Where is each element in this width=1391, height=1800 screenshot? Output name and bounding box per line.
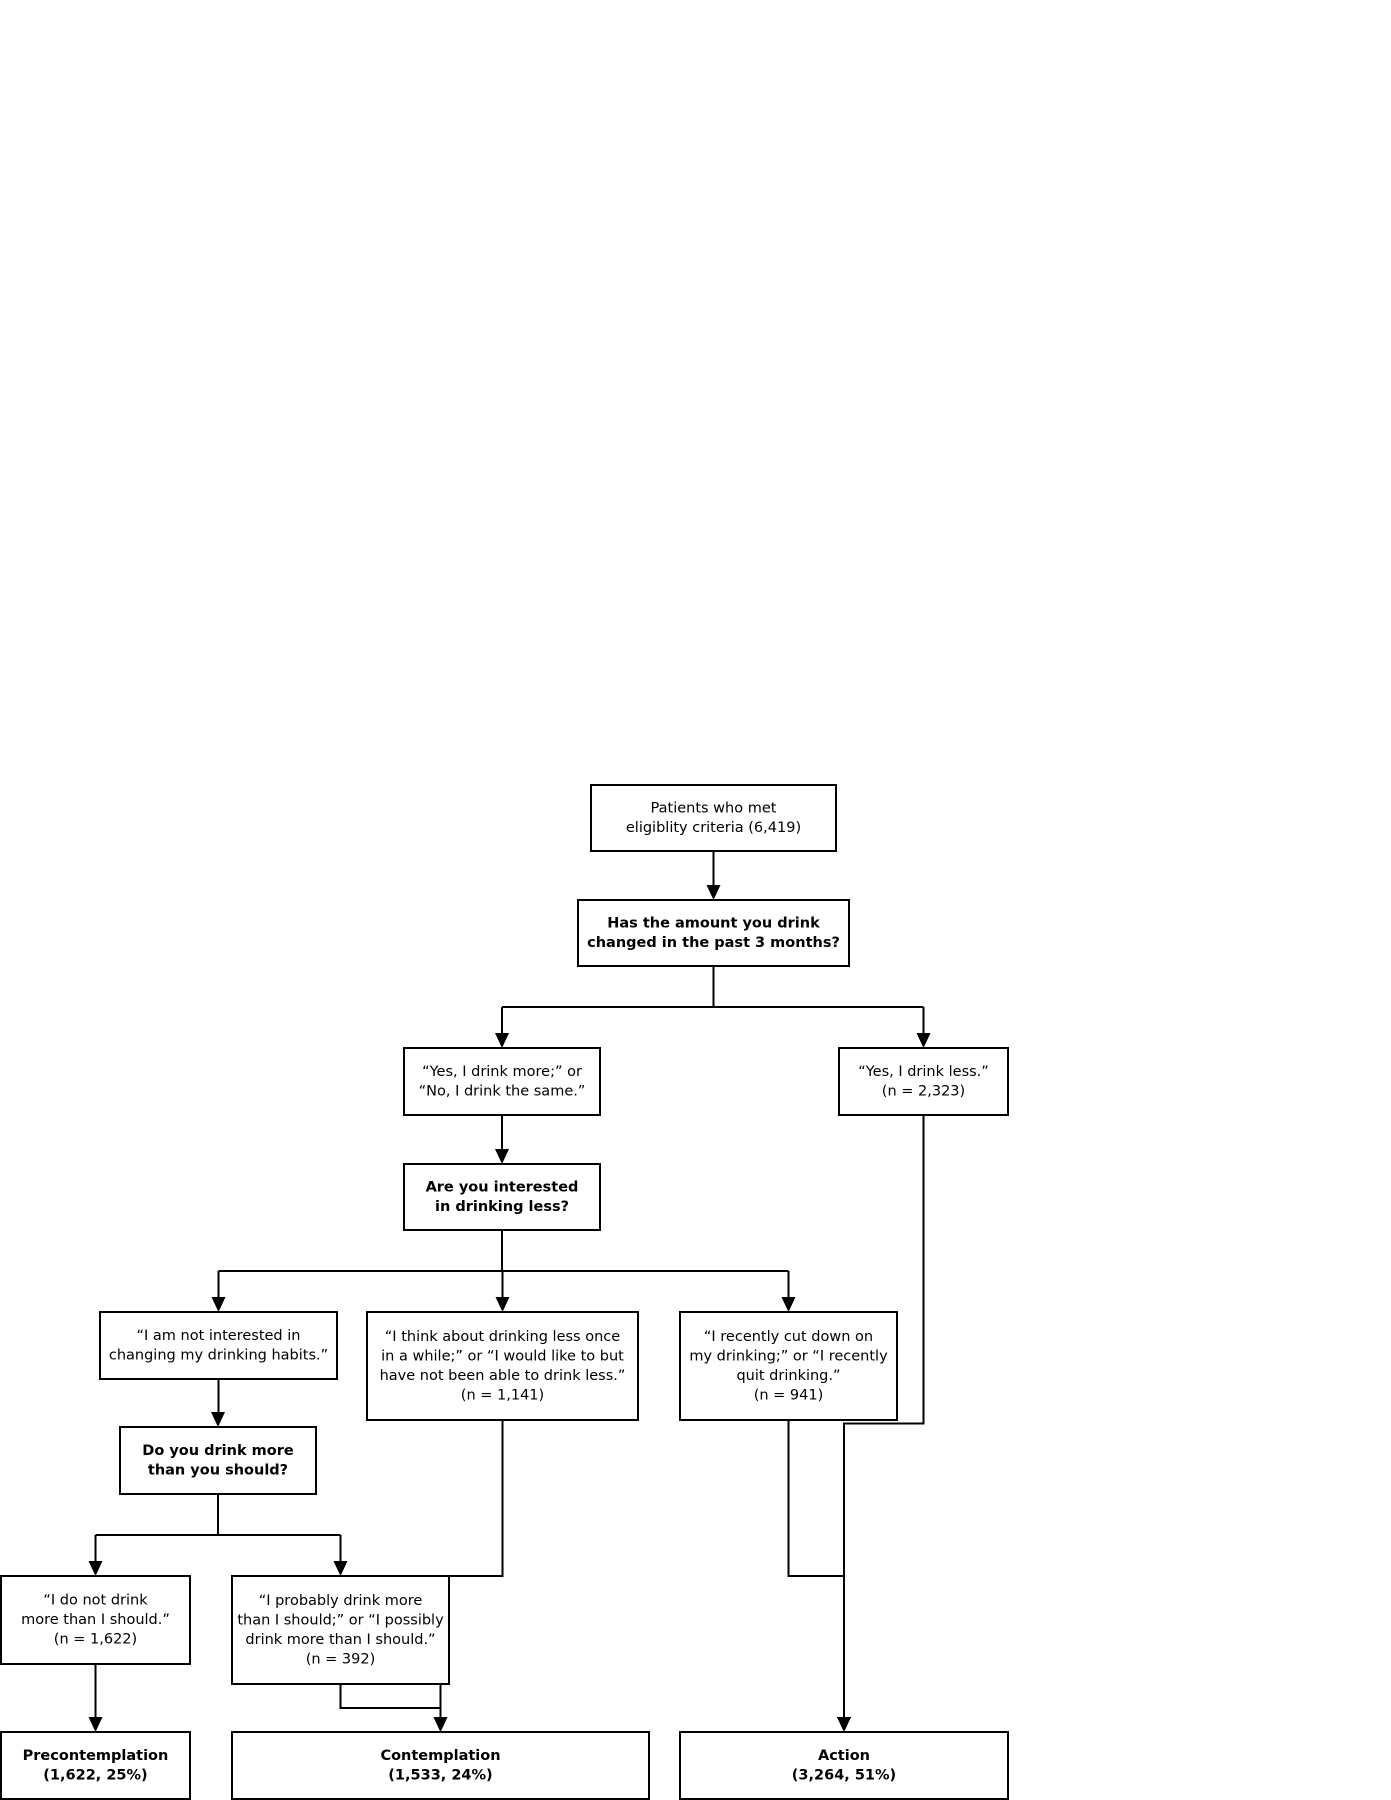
edge-probably-more-to-contemplation [339,1684,442,1718]
node-label-line: Are you interested [426,1179,579,1195]
node-action: Action (3,264, 51%) [679,1731,1009,1800]
node-eligible: Patients who met eligiblity criteria (6,4… [590,784,837,852]
node-box [679,1311,898,1421]
node-label-line: “I do not drink [43,1593,148,1609]
arrowhead [211,1412,225,1427]
nodes-layer: Patients who met eligiblity criteria (6,4… [0,784,1009,1800]
node-box [366,1311,639,1421]
node-not-interested: “I am not interested in changing my drink… [99,1311,338,1380]
node-box [590,784,837,852]
node-label-line: in drinking less? [435,1199,569,1215]
node-not-more: “I do not drink more than I should.” (n = … [0,1575,191,1665]
node-label-line: Do you drink more [142,1443,294,1459]
arrowhead [916,1033,931,1048]
node-label-line: “I recently cut down on [704,1329,873,1345]
node-q-interested: Are you interested in drinking less? [403,1163,601,1231]
node-label-line: in a while;” or “I would like to but [381,1348,624,1364]
node-box [679,1731,1009,1800]
node-label-line: (n = 941) [754,1387,824,1403]
node-label-line: have not been able to drink less.” [380,1368,626,1384]
node-label-line: (1,533, 24%) [388,1767,492,1783]
arrowhead [837,1717,851,1732]
node-label-line: Has the amount you drink [607,915,820,931]
node-label-line: quit drinking.” [736,1368,840,1384]
node-label-line: Contemplation [380,1748,500,1764]
node-more-same: “Yes, I drink more;” or “No, I drink the … [403,1047,601,1116]
node-box [403,1047,601,1116]
node-box [403,1163,601,1231]
node-box [99,1311,338,1380]
node-label-line: “No, I drink the same.” [419,1083,586,1099]
node-q-changed: Has the amount you drink changed in the p… [577,899,850,967]
node-label-line: (n = 2,323) [882,1083,965,1099]
node-box [577,899,850,967]
node-q-more-than-should: Do you drink more than you should? [119,1426,317,1495]
node-precontemplation: Precontemplation (1,622, 25%) [0,1731,191,1800]
arrowhead [495,1149,509,1164]
node-label-line: than you should? [148,1462,288,1478]
arrowhead [706,885,721,900]
node-label-line: (n = 392) [306,1651,376,1667]
node-less: “Yes, I drink less.” (n = 2,323) [838,1047,1009,1116]
node-box [231,1731,650,1800]
arrowhead [211,1297,226,1312]
node-think-less: “I think about drinking less once in a wh… [366,1311,639,1421]
node-label-line: changed in the past 3 months? [587,935,840,951]
node-label-line: “Yes, I drink less.” [858,1064,989,1080]
arrowhead [88,1561,103,1576]
node-box [0,1575,191,1665]
edge-less-to-action [843,1115,925,1718]
node-label-line: (1,622, 25%) [43,1767,147,1783]
node-label-line: Precontemplation [23,1748,169,1764]
node-label-line: drink more than I should.” [245,1632,435,1648]
arrowhead [88,1717,103,1732]
node-label-line: my drinking;” or “I recently [689,1348,888,1364]
node-label-line: “Yes, I drink more;” or [422,1064,582,1080]
arrowhead [333,1561,348,1576]
edge-recently-cut-to-action [787,1420,845,1718]
edges-layer [88,851,931,1732]
node-label-line: (n = 1,141) [461,1387,544,1403]
arrowhead [495,1033,509,1048]
node-box [0,1731,191,1800]
node-label-line: (3,264, 51%) [792,1767,896,1783]
node-label-line: (n = 1,622) [54,1632,137,1648]
arrowhead [433,1717,448,1732]
arrowhead [495,1297,510,1312]
node-probably-more: “I probably drink more than I should;” or… [231,1575,450,1685]
node-contemplation: Contemplation (1,533, 24%) [231,1731,650,1800]
node-box [838,1047,1009,1116]
node-label-line: Patients who met [651,800,777,816]
node-label-line: changing my drinking habits.” [109,1347,328,1363]
node-box [119,1426,317,1495]
node-label-line: “I probably drink more [259,1593,423,1609]
node-label-line: Action [818,1748,870,1764]
node-label-line: than I should;” or “I possibly [237,1612,444,1628]
node-label-line: eligiblity criteria (6,419) [626,820,801,836]
node-label-line: “I think about drinking less once [385,1329,620,1345]
arrowhead [781,1297,796,1312]
node-recently-cut: “I recently cut down on my drinking;” or … [679,1311,898,1421]
node-label-line: “I am not interested in [137,1328,301,1344]
node-label-line: more than I should.” [21,1612,170,1628]
node-box [231,1575,450,1685]
